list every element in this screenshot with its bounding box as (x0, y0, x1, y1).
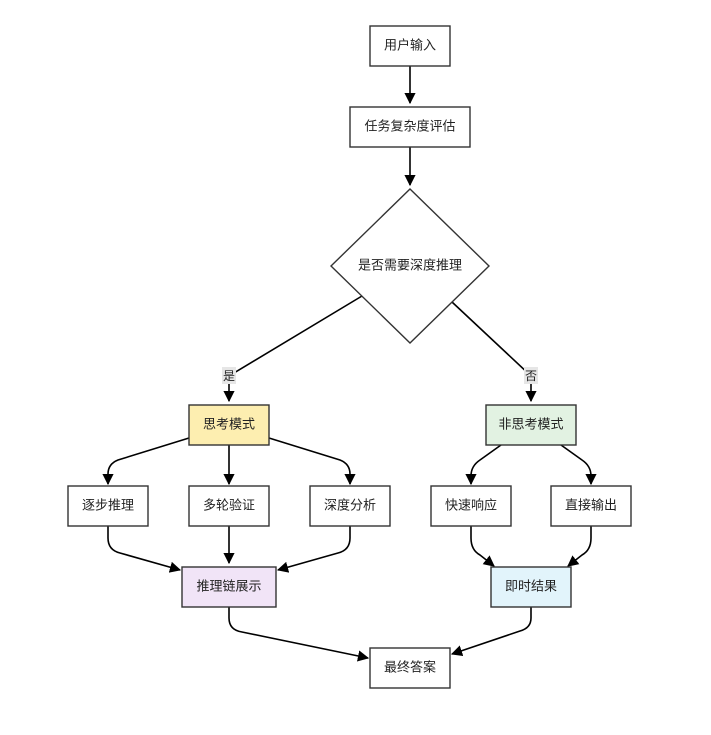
node-deep-analysis[interactable]: 深度分析 (309, 485, 391, 527)
edge-think-to-deep (268, 437, 356, 486)
node-direct-output[interactable]: 直接输出 (550, 485, 632, 527)
svg-text:推理链展示: 推理链展示 (196, 580, 261, 595)
svg-text:即时结果: 即时结果 (505, 580, 557, 595)
node-fast-response[interactable]: 快速响应 (430, 485, 512, 527)
svg-text:非思考模式: 非思考模式 (498, 418, 563, 433)
node-nonthink-mode[interactable]: 非思考模式 (485, 404, 577, 446)
edge-fast-to-instant (470, 526, 495, 567)
edges (102, 66, 597, 662)
edge-decision-to-nonthink (451, 301, 537, 403)
node-think-mode[interactable]: 思考模式 (188, 404, 270, 446)
svg-text:是: 是 (223, 369, 235, 383)
edge-instant-to-final (450, 607, 532, 657)
edge-direct-to-instant (567, 526, 592, 567)
svg-text:用户输入: 用户输入 (384, 38, 436, 54)
edge-label-no: 否 (524, 367, 538, 384)
svg-text:快速响应: 快速响应 (445, 498, 497, 514)
edge-step-to-chain (107, 526, 182, 573)
svg-text:否: 否 (525, 369, 537, 383)
edge-nonthink-to-fast (465, 444, 502, 486)
svg-text:逐步推理: 逐步推理 (82, 499, 134, 514)
svg-text:深度分析: 深度分析 (324, 498, 376, 514)
edge-label-yes: 是 (222, 367, 236, 384)
node-final-answer[interactable]: 最终答案 (369, 647, 451, 689)
svg-text:直接输出: 直接输出 (565, 498, 617, 514)
node-instant-result[interactable]: 即时结果 (490, 566, 572, 608)
edge-chain-to-final (228, 607, 370, 662)
svg-text:多轮验证: 多轮验证 (203, 498, 255, 514)
node-decision[interactable]: 是否需要深度推理 (329, 188, 491, 344)
node-step-reason[interactable]: 逐步推理 (67, 485, 149, 527)
edge-decision-to-think (223, 295, 363, 403)
node-task-eval[interactable]: 任务复杂度评估 (349, 106, 471, 148)
svg-text:最终答案: 最终答案 (384, 660, 436, 676)
node-multi-verify[interactable]: 多轮验证 (188, 485, 270, 527)
edge-think-to-step (102, 437, 190, 486)
edge-deep-to-chain (276, 526, 351, 573)
node-user-input[interactable]: 用户输入 (369, 25, 451, 67)
svg-text:是否需要深度推理: 是否需要深度推理 (358, 258, 462, 274)
node-chain-display[interactable]: 推理链展示 (181, 566, 277, 608)
svg-text:思考模式: 思考模式 (203, 418, 255, 433)
edge-nonthink-to-direct (560, 444, 597, 486)
svg-text:任务复杂度评估: 任务复杂度评估 (364, 119, 455, 135)
